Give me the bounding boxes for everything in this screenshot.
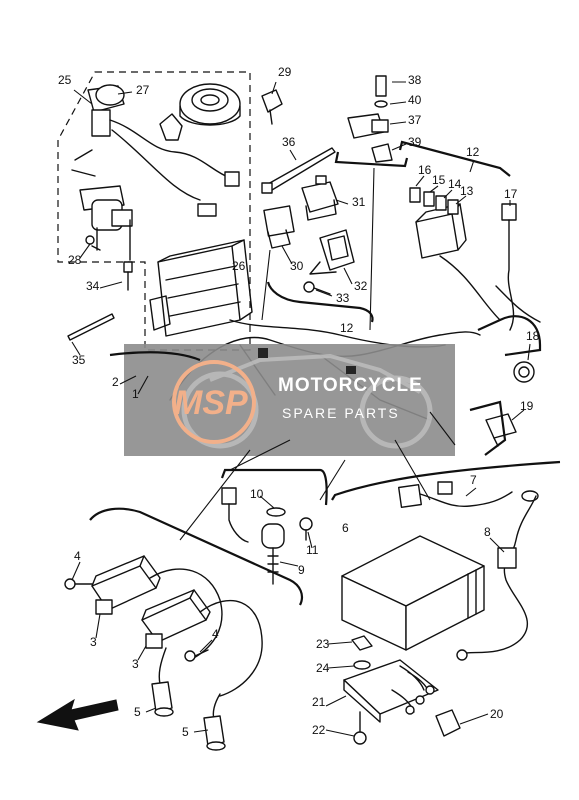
fuse-holder-stack-icon bbox=[347, 75, 393, 163]
harness-bracket-right bbox=[469, 315, 542, 456]
bolt-icon bbox=[303, 281, 331, 295]
speed-sensor-icon bbox=[485, 413, 517, 447]
callout-7: 7 bbox=[470, 473, 477, 487]
callout-28: 28 bbox=[68, 253, 82, 267]
harness-branch-left bbox=[109, 351, 201, 362]
callout-19: 19 bbox=[520, 399, 534, 413]
callout-39: 39 bbox=[408, 135, 422, 149]
battery-cable-icon bbox=[398, 481, 539, 508]
callout-33: 33 bbox=[336, 291, 350, 305]
callout-16: 16 bbox=[418, 163, 432, 177]
tie-wrap-icon bbox=[67, 313, 115, 341]
callout-9: 9 bbox=[298, 563, 305, 577]
section-bracket-top-center bbox=[334, 151, 409, 168]
callout-11: 11 bbox=[306, 543, 319, 557]
ecu-icon bbox=[149, 239, 253, 337]
callout-8: 8 bbox=[484, 525, 491, 539]
watermark-line1: MOTORCYCLE bbox=[278, 375, 423, 396]
callout-10: 10 bbox=[250, 487, 264, 501]
callout-5b: 5 bbox=[182, 725, 189, 739]
callout-1: 1 bbox=[132, 387, 139, 401]
ignition-coil-icon bbox=[91, 555, 223, 661]
callout-38: 38 bbox=[408, 73, 422, 87]
nut-icon bbox=[351, 635, 373, 651]
callout-15: 15 bbox=[432, 173, 446, 187]
callout-leaders bbox=[71, 81, 531, 737]
callout-20: 20 bbox=[490, 707, 504, 721]
relay-bracket-icon bbox=[309, 229, 355, 275]
callout-14: 14 bbox=[448, 177, 462, 191]
ignition-coil-icon bbox=[141, 589, 263, 697]
callout-23: 23 bbox=[316, 637, 330, 651]
callout-34: 34 bbox=[86, 279, 100, 293]
callout-31: 31 bbox=[352, 195, 366, 209]
callout-35: 35 bbox=[72, 353, 86, 367]
neutral-switch-icon bbox=[221, 487, 286, 585]
callout-3b: 3 bbox=[132, 657, 139, 671]
callout-18: 18 bbox=[526, 329, 540, 343]
bolt-icon bbox=[353, 711, 367, 745]
group-enclosure-dashed bbox=[57, 71, 251, 351]
bolt-icon bbox=[64, 578, 93, 590]
callout-13: 13 bbox=[460, 184, 474, 198]
leader-lines bbox=[179, 167, 456, 541]
arrow-left-icon bbox=[36, 698, 119, 731]
callout-22: 22 bbox=[312, 723, 326, 737]
callout-36: 36 bbox=[282, 135, 296, 149]
fuel-cap-icon bbox=[179, 83, 241, 126]
sensor-icon bbox=[513, 361, 535, 383]
fuse-box-icon bbox=[409, 187, 541, 331]
screw-icon bbox=[123, 261, 133, 291]
plug-cap-icon bbox=[203, 693, 226, 751]
starter-relay-icon bbox=[301, 175, 339, 221]
main-switch-icon bbox=[71, 84, 240, 261]
callout-24: 24 bbox=[316, 661, 330, 675]
callout-25: 25 bbox=[58, 73, 72, 87]
watermark-band bbox=[124, 344, 455, 456]
strap-head-icon bbox=[261, 182, 273, 194]
callout-3: 3 bbox=[90, 635, 97, 649]
callout-21: 21 bbox=[312, 695, 326, 709]
watermark-logo-ring bbox=[172, 360, 256, 444]
callout-30: 30 bbox=[290, 259, 304, 273]
callout-12b: 12 bbox=[340, 321, 354, 335]
callout-37: 37 bbox=[408, 113, 422, 127]
callout-17: 17 bbox=[504, 187, 518, 201]
bolt-icon bbox=[184, 649, 209, 662]
callout-2: 2 bbox=[112, 375, 119, 389]
callout-5: 5 bbox=[134, 705, 141, 719]
bracket-icon bbox=[159, 113, 183, 141]
battery-icon bbox=[341, 535, 485, 651]
callout-32: 32 bbox=[354, 279, 368, 293]
rectifier-regulator-icon bbox=[343, 659, 439, 723]
clamp-icon bbox=[435, 709, 461, 737]
callout-27: 27 bbox=[136, 83, 150, 97]
callout-40: 40 bbox=[408, 93, 422, 107]
callout-4: 4 bbox=[74, 549, 81, 563]
clip-icon bbox=[261, 89, 283, 125]
callout-26: 26 bbox=[232, 259, 246, 273]
watermark-logo: MSP bbox=[174, 384, 248, 422]
watermark-line2: SPARE PARTS bbox=[282, 405, 400, 421]
callout-29: 29 bbox=[278, 65, 292, 79]
washer-icon bbox=[353, 660, 371, 670]
screw-icon bbox=[299, 517, 313, 541]
callout-4b: 4 bbox=[212, 627, 219, 641]
callout-6: 6 bbox=[342, 521, 349, 535]
section-bracket-relays bbox=[266, 281, 374, 323]
relay-icon bbox=[263, 205, 295, 249]
section-bracket-center bbox=[220, 468, 328, 506]
section-bracket-battery bbox=[331, 460, 561, 501]
section-bracket-lower-left bbox=[89, 507, 304, 606]
callout-12: 12 bbox=[466, 145, 480, 159]
callout-labels: 1 2 3 3 4 4 5 5 6 7 8 9 10 11 12 12 13 1… bbox=[58, 65, 540, 739]
plug-cap-icon bbox=[151, 647, 174, 717]
starter-relay-cable-icon bbox=[456, 495, 537, 661]
